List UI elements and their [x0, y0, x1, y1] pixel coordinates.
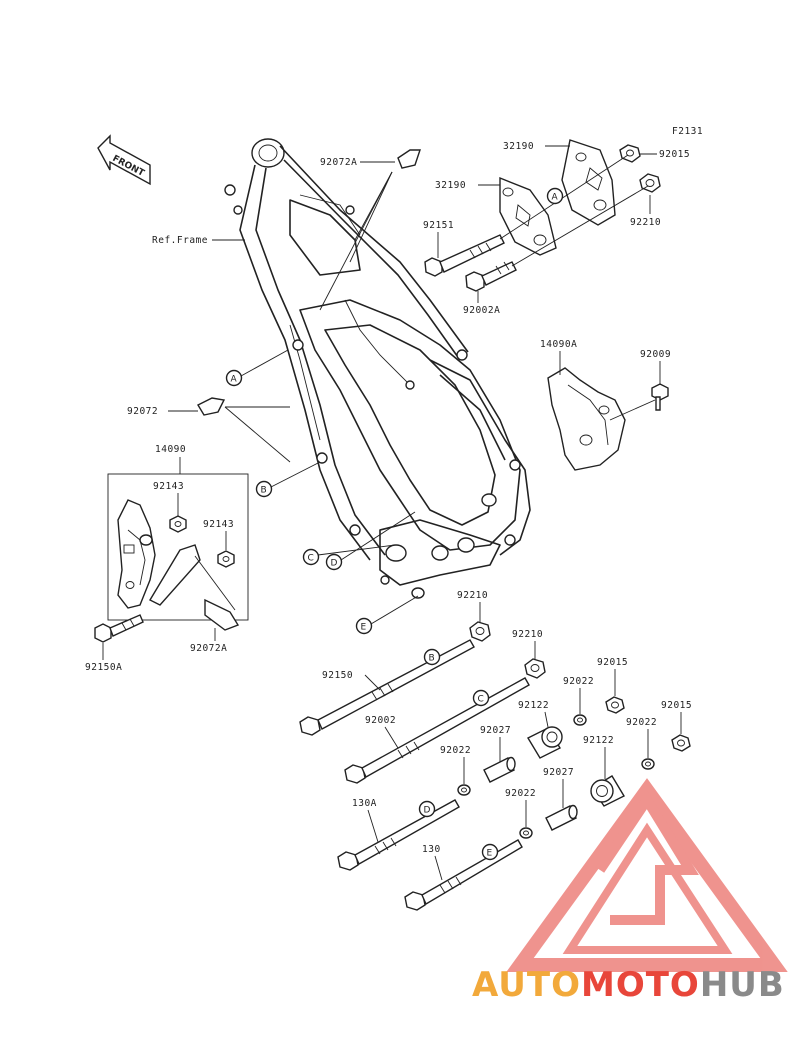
ref-frame-label: Ref.Frame — [152, 235, 208, 246]
part-92022-d: 92022 — [505, 788, 536, 799]
part-92022-a: 92022 — [563, 676, 594, 687]
part-92072A-bottom: 92072A — [190, 643, 227, 654]
watermark-moto: MOTO — [581, 965, 700, 1005]
part-92015-top: 92015 — [659, 149, 690, 160]
callout-A-top: A — [552, 193, 559, 203]
part-92072: 92072 — [127, 406, 158, 417]
part-92022-c: 92022 — [440, 745, 471, 756]
part-14090: 14090 — [155, 444, 186, 455]
part-92143-b: 92143 — [203, 519, 234, 530]
part-92151: 92151 — [423, 220, 454, 231]
callout-D-frame: D — [331, 559, 338, 569]
part-92210-top: 92210 — [630, 217, 661, 228]
watermark-logo — [506, 778, 788, 972]
front-arrow-icon: FRONT — [97, 134, 151, 186]
assembly-box — [107, 473, 249, 621]
part-92027-b: 92027 — [543, 767, 574, 778]
part-92027-a: 92027 — [480, 725, 511, 736]
top-brackets — [424, 139, 661, 292]
part-130A: 130A — [352, 798, 377, 809]
part-92122-a: 92122 — [518, 700, 549, 711]
part-92009: 92009 — [640, 349, 671, 360]
figure-code: F2131 — [672, 126, 703, 137]
callout-B-frame: B — [261, 486, 267, 496]
guard-14090 — [94, 499, 240, 643]
part-92122-b: 92122 — [583, 735, 614, 746]
part-92210-b2: 92210 — [512, 629, 543, 640]
part-92002A: 92002A — [463, 305, 500, 316]
part-92143-a: 92143 — [153, 481, 184, 492]
watermark-auto: AUTO — [472, 965, 581, 1005]
callouts: A A B C D E — [225, 187, 564, 635]
part-92072A-top: 92072A — [320, 157, 357, 168]
callout-D-bolt: D — [424, 806, 431, 816]
part-92210-b1: 92210 — [457, 590, 488, 601]
part-92002: 92002 — [365, 715, 396, 726]
part-32190-top: 32190 — [503, 141, 534, 152]
part-92015-b1: 92015 — [597, 657, 628, 668]
part-92150: 92150 — [322, 670, 353, 681]
guard-14090A — [547, 367, 669, 471]
frame-drawing — [224, 138, 531, 599]
part-32190-mid: 32190 — [435, 180, 466, 191]
callout-E-bolt: E — [487, 849, 493, 859]
callout-C-bolt: C — [478, 695, 484, 705]
callout-C-frame: C — [308, 554, 314, 564]
part-92022-b: 92022 — [626, 717, 657, 728]
callout-E-frame: E — [361, 623, 367, 633]
part-14090A: 14090A — [540, 339, 577, 350]
watermark-text: AUTOMOTOHUB — [472, 965, 785, 1005]
part-130: 130 — [422, 844, 441, 855]
part-92015-b2: 92015 — [661, 700, 692, 711]
callout-B-bolt: B — [429, 654, 435, 664]
bottom-hardware: B C — [299, 621, 691, 911]
callout-A-frame: A — [231, 375, 238, 385]
clip-92072 — [197, 397, 291, 463]
part-92150A: 92150A — [85, 662, 122, 673]
watermark-hub: HUB — [700, 965, 785, 1005]
